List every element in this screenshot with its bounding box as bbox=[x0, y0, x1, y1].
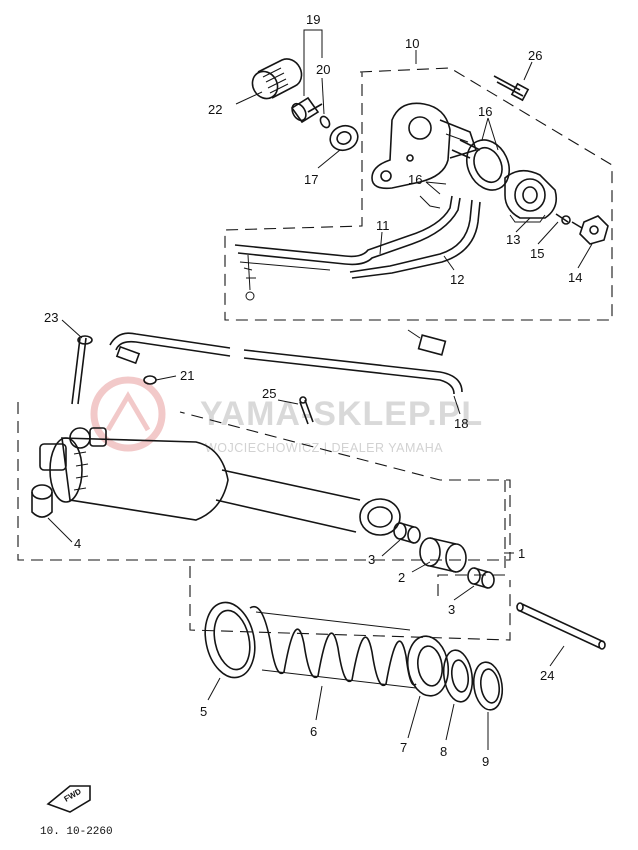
callout-16-top: 16 bbox=[478, 104, 492, 119]
callout-19: 19 bbox=[306, 12, 320, 27]
callout-14: 14 bbox=[568, 270, 582, 285]
part-20-o-ring bbox=[319, 115, 331, 129]
watermark: YAMA-SKLEP.PL WOJCIECHOWICZ | DEALER YAM… bbox=[90, 376, 483, 455]
part-22-adjuster-knob bbox=[251, 58, 303, 100]
callout-25: 25 bbox=[262, 386, 276, 401]
fwd-arrow: FWD bbox=[46, 785, 91, 813]
callout-7: 7 bbox=[400, 740, 407, 755]
part-26-bolt bbox=[493, 75, 530, 102]
part-8-adjuster-nut bbox=[442, 649, 474, 703]
part-5-spring-seat bbox=[204, 601, 256, 679]
part-16-gasket bbox=[451, 139, 510, 191]
callout-5: 5 bbox=[200, 704, 207, 719]
callout-22: 22 bbox=[208, 102, 222, 117]
part-2-bushing bbox=[419, 537, 467, 573]
callout-3-left: 3 bbox=[368, 552, 375, 567]
callout-2: 2 bbox=[398, 570, 405, 585]
leader-lines bbox=[47, 29, 593, 750]
part-15-screw bbox=[555, 213, 571, 225]
part-21-o-ring bbox=[143, 375, 157, 385]
callout-4: 4 bbox=[74, 536, 81, 551]
part-11-hose bbox=[234, 195, 461, 301]
callout-9: 9 bbox=[482, 754, 489, 769]
callout-1: 1 bbox=[518, 546, 525, 561]
callout-15: 15 bbox=[530, 246, 544, 261]
callout-12: 12 bbox=[450, 272, 464, 287]
callouts: 19 20 22 17 10 26 16 16 13 15 14 12 11 2… bbox=[44, 12, 582, 769]
part-13-cap bbox=[504, 169, 558, 223]
callout-6: 6 bbox=[310, 724, 317, 739]
part-19-adjuster-body bbox=[290, 96, 323, 124]
shock-group-outline bbox=[17, 402, 511, 600]
callout-13: 13 bbox=[506, 232, 520, 247]
callout-26: 26 bbox=[528, 48, 542, 63]
part-25-pin bbox=[299, 396, 314, 425]
part-23-bolt bbox=[71, 335, 93, 405]
callout-18: 18 bbox=[454, 416, 468, 431]
drawing-code: 10. 10-2260 bbox=[40, 826, 113, 838]
part-9-lock-nut bbox=[472, 661, 504, 711]
part-12-hose bbox=[349, 195, 481, 279]
part-3-collar-right bbox=[467, 567, 495, 589]
adjuster-group-outline bbox=[224, 67, 613, 321]
watermark-logo bbox=[90, 376, 166, 452]
spring-group-outline bbox=[189, 566, 511, 641]
shock-body bbox=[39, 427, 401, 536]
callout-10: 10 bbox=[405, 36, 419, 51]
part-10-bracket bbox=[371, 102, 478, 190]
callout-16-mid: 16 bbox=[408, 172, 422, 187]
watermark-main-text: YAMA-SKLEP.PL bbox=[200, 395, 483, 433]
callout-21: 21 bbox=[180, 368, 194, 383]
part-18-hose bbox=[109, 329, 463, 395]
callout-23: 23 bbox=[44, 310, 58, 325]
callout-24: 24 bbox=[540, 668, 554, 683]
part-7-spring-stop bbox=[406, 635, 450, 697]
watermark-sub-text: WOJCIECHOWICZ | DEALER YAMAHA bbox=[205, 441, 443, 455]
part-17-seal bbox=[329, 124, 359, 152]
part-4-bushing bbox=[31, 484, 53, 518]
callout-20: 20 bbox=[316, 62, 330, 77]
callout-11: 11 bbox=[376, 218, 390, 233]
watermark-logo-mark bbox=[105, 391, 151, 432]
part-24-rod bbox=[516, 602, 606, 650]
callout-8: 8 bbox=[440, 744, 447, 759]
callout-3-right: 3 bbox=[448, 602, 455, 617]
callout-17: 17 bbox=[304, 172, 318, 187]
part-3-collar-left bbox=[393, 522, 421, 544]
part-6-spring bbox=[249, 605, 417, 689]
part-14-bolt bbox=[571, 215, 609, 245]
